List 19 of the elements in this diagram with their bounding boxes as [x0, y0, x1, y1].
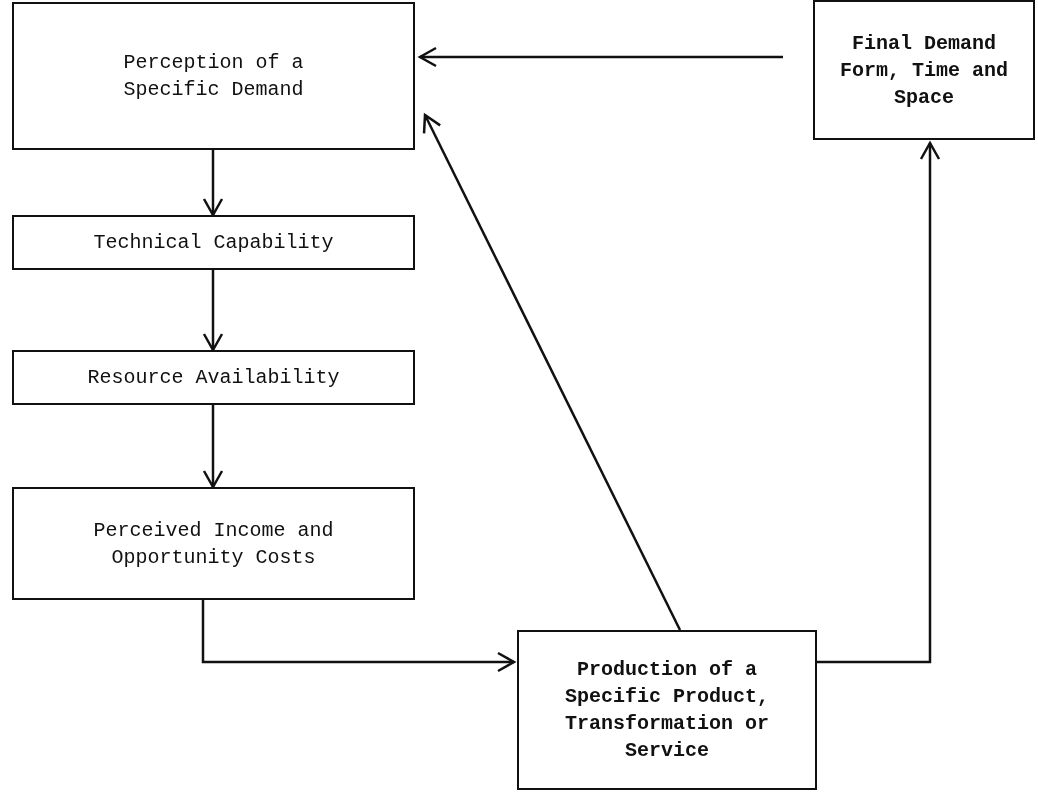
arrow	[202, 150, 224, 217]
box-label: Perception of a Specific Demand	[122, 50, 305, 103]
box-label: Production of a Specific Product, Transformation or Service	[563, 657, 770, 764]
box-label: Resource Availability	[87, 365, 340, 391]
process-box	[517, 630, 817, 790]
process-box	[813, 0, 1035, 140]
process-box	[12, 350, 415, 405]
box-label: Perceived Income and Opportunity Costs	[92, 517, 335, 571]
arrow	[201, 600, 516, 673]
process-box	[12, 215, 415, 270]
arrow	[418, 46, 783, 68]
process-box	[12, 2, 415, 150]
box-label: Technical Capability	[93, 230, 334, 256]
box-label: Final Demand Form, Time and Space	[839, 30, 1009, 111]
arrow	[422, 113, 682, 631]
arrow	[202, 270, 224, 352]
arrow	[817, 141, 941, 664]
process-box	[12, 487, 415, 600]
arrow	[202, 405, 224, 489]
